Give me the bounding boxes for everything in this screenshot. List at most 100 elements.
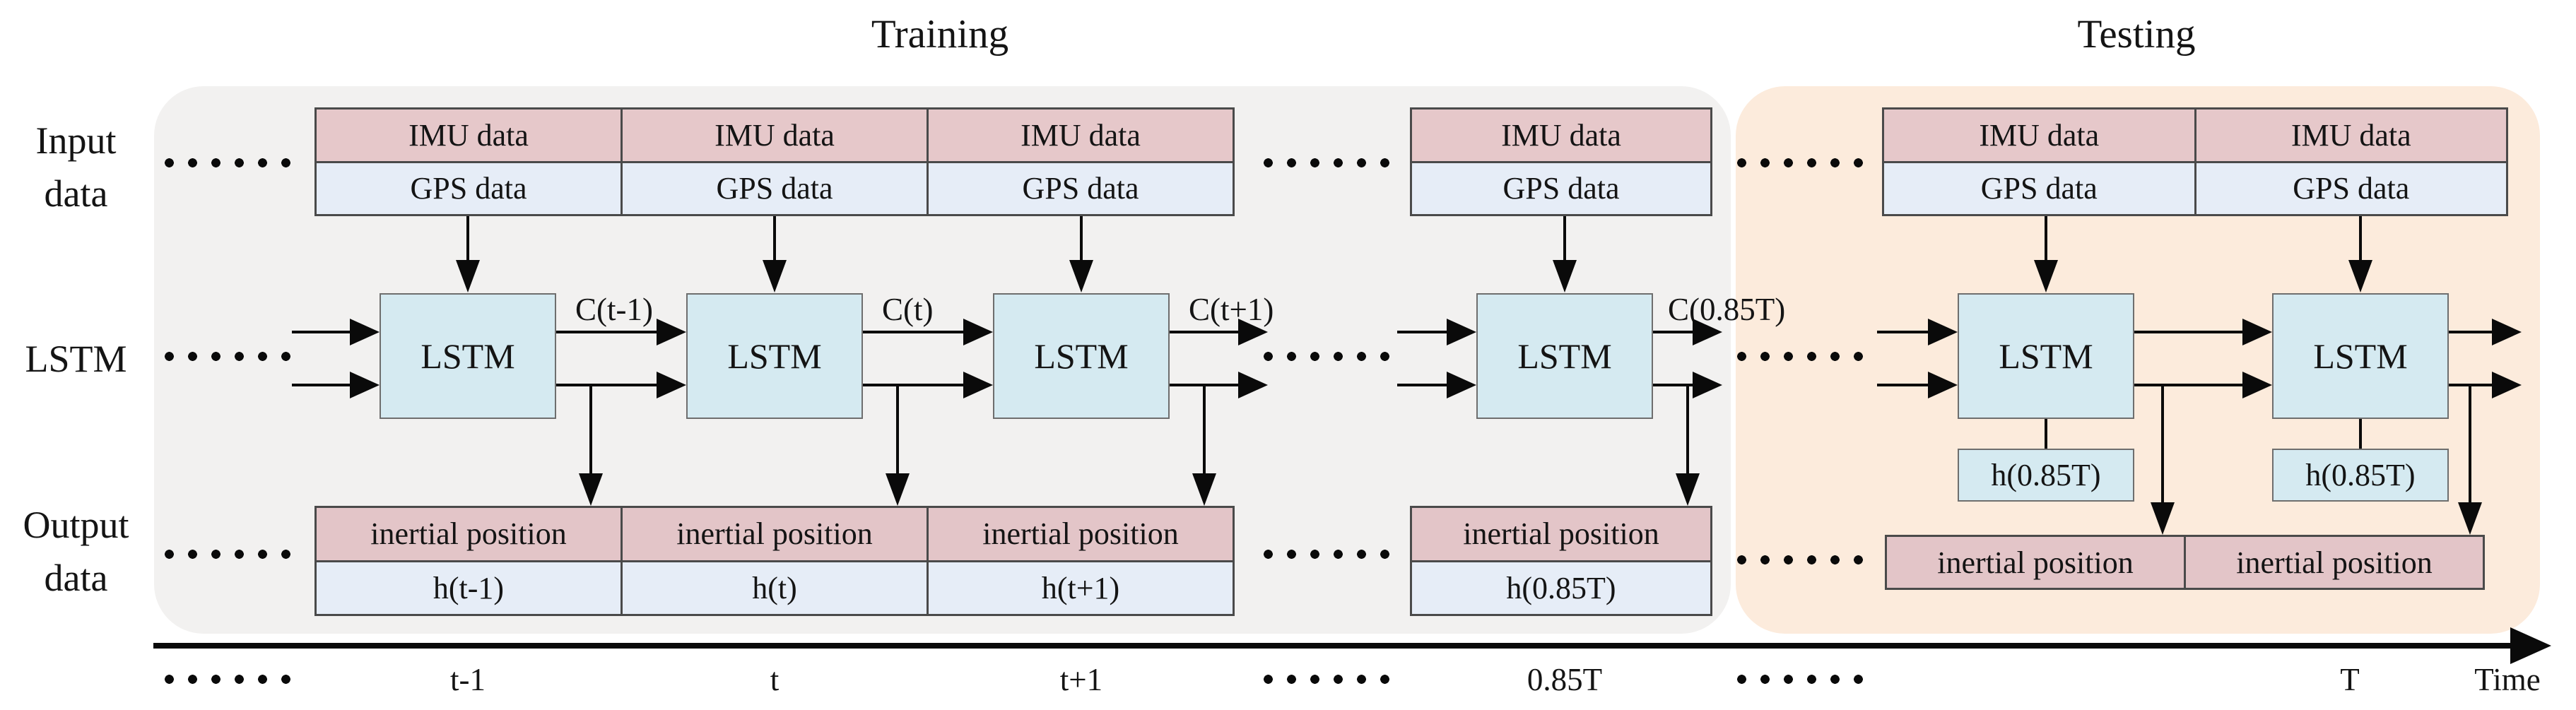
- lstm-connector-arrowhead-icon: [2242, 372, 2272, 398]
- output-data-row-label-line1: Output: [23, 504, 129, 546]
- training-output-strip-085t: inertial position h(0.85T): [1410, 506, 1712, 616]
- imu-data-block: IMU data: [1412, 110, 1710, 161]
- lstm-input-arrow-line: [1877, 331, 1929, 333]
- lstm-connector-arrowhead-icon: [2242, 319, 2272, 345]
- lstm-connector-line: [556, 384, 658, 386]
- lstm-input-arrow-line: [1397, 331, 1448, 333]
- lstm-output-arrowhead-icon: [2492, 319, 2522, 345]
- training-output-strip: inertial position inertial position iner…: [314, 506, 1235, 616]
- lstm-box: LSTM: [1476, 293, 1653, 419]
- lstm-to-output-arrowhead-icon: [1676, 473, 1700, 506]
- lstm-input-arrowhead-icon: [350, 319, 380, 345]
- lstm-to-output-arrow-line: [896, 385, 899, 475]
- lstm-box: LSTM: [1958, 293, 2134, 419]
- testing-input-strip: IMU data IMU data GPS data GPS data: [1882, 107, 2508, 216]
- training-gps-row: GPS data GPS data GPS data: [317, 160, 1233, 214]
- ellipsis-dots-input-left: [165, 158, 290, 167]
- axis-tick-label: T: [2340, 662, 2360, 697]
- testing-gps-row: GPS data GPS data: [1884, 160, 2506, 214]
- hidden-state-block: h(t+1): [927, 562, 1233, 614]
- lstm-output-arrowhead-icon: [2492, 372, 2522, 398]
- lstm-input-arrow-line: [1397, 384, 1448, 386]
- lstm-to-output-arrowhead-icon: [579, 473, 603, 506]
- lstm-to-hbox-line: [2359, 419, 2362, 449]
- ellipsis-dots-input-test: [1737, 158, 1863, 167]
- time-axis-arrowhead-icon: [2510, 627, 2551, 664]
- testing-title: Testing: [2077, 12, 2196, 57]
- lstm-input-arrowhead-icon: [1928, 319, 1958, 345]
- ellipsis-dots-axis-test: [1737, 675, 1863, 684]
- lstm-input-arrowhead-icon: [1447, 319, 1476, 345]
- ellipsis-dots-axis-left: [165, 675, 290, 684]
- inertial-position-block: inertial position: [2184, 537, 2483, 588]
- gps-to-lstm-arrow-line: [466, 216, 469, 261]
- ellipsis-dots-input-mid: [1264, 158, 1389, 167]
- lstm-to-output-arrow-line: [2161, 385, 2164, 504]
- lstm-output-arrowhead-icon: [1238, 372, 1268, 398]
- imu-data-block: IMU data: [927, 110, 1233, 161]
- lstm-box: LSTM: [993, 293, 1170, 419]
- axis-tick-label: t-1: [450, 662, 486, 697]
- lstm-output-arrowhead-icon: [1238, 319, 1268, 345]
- lstm-connector-arrowhead-icon: [963, 319, 993, 345]
- axis-tick-label: 0.85T: [1527, 662, 1603, 697]
- lstm-output-arrow-line: [1653, 384, 1694, 386]
- lstm-output-arrowhead-icon: [1693, 372, 1722, 398]
- lstm-to-output-arrowhead-icon: [2151, 502, 2175, 535]
- inertial-position-block: inertial position: [621, 508, 927, 560]
- lstm-output-arrowhead-icon: [1693, 319, 1722, 345]
- inertial-position-block: inertial position: [1412, 508, 1710, 560]
- ellipsis-dots-lstm-test: [1737, 352, 1863, 361]
- gps-to-lstm-arrowhead-icon: [1553, 260, 1577, 292]
- time-axis-label: Time: [2474, 662, 2541, 697]
- lstm-to-output-arrowhead-icon: [886, 473, 910, 506]
- cell-state-label: C(0.85T): [1668, 292, 1786, 327]
- input-data-row-label-line2: data: [44, 172, 108, 215]
- gps-data-block: GPS data: [2194, 162, 2506, 214]
- lstm-to-output-arrow-line: [589, 385, 592, 475]
- training-inertial-row-085t: inertial position: [1412, 508, 1710, 560]
- testing-imu-row: IMU data IMU data: [1884, 110, 2506, 161]
- cell-state-label: C(t): [882, 292, 934, 327]
- testing-output-strip: inertial position inertial position: [1885, 535, 2485, 590]
- ellipsis-dots-axis-mid: [1264, 675, 1389, 684]
- lstm-connector-line: [556, 331, 658, 333]
- lstm-input-arrow-line: [292, 331, 351, 333]
- ellipsis-dots-output-test: [1737, 555, 1863, 564]
- lstm-input-arrowhead-icon: [350, 372, 380, 398]
- hidden-state-box: h(0.85T): [2272, 449, 2449, 502]
- gps-data-block: GPS data: [621, 162, 927, 214]
- lstm-to-hbox-line: [2045, 419, 2047, 449]
- lstm-to-output-arrow-line: [2469, 385, 2471, 504]
- hidden-state-block: h(t-1): [317, 562, 621, 614]
- output-data-row-label-line2: data: [44, 556, 108, 599]
- gps-to-lstm-arrow-line: [1563, 216, 1566, 261]
- imu-data-block: IMU data: [2194, 110, 2506, 161]
- gps-to-lstm-arrow-line: [1080, 216, 1083, 261]
- lstm-box: LSTM: [2272, 293, 2449, 419]
- lstm-to-output-arrowhead-icon: [2458, 502, 2482, 535]
- hidden-state-box: h(0.85T): [1958, 449, 2134, 502]
- lstm-output-arrow-line: [1170, 331, 1240, 333]
- gps-to-lstm-arrow-line: [2359, 216, 2362, 261]
- lstm-connector-arrowhead-icon: [657, 319, 686, 345]
- time-axis-line: [153, 643, 2512, 649]
- lstm-to-output-arrow-line: [1686, 385, 1689, 475]
- gps-to-lstm-arrowhead-icon: [2034, 260, 2058, 292]
- lstm-output-arrow-line: [2449, 331, 2493, 333]
- inertial-position-block: inertial position: [317, 508, 621, 560]
- inertial-position-block: inertial position: [1887, 537, 2184, 588]
- lstm-box: LSTM: [380, 293, 556, 419]
- inertial-position-block: inertial position: [927, 508, 1233, 560]
- training-imu-row: IMU data IMU data IMU data: [317, 110, 1233, 161]
- lstm-row-label: LSTM: [25, 338, 127, 380]
- lstm-input-arrow-line: [292, 384, 351, 386]
- training-input-strip-085t: IMU data GPS data: [1410, 107, 1712, 216]
- gps-data-block: GPS data: [1412, 162, 1710, 214]
- gps-data-block: GPS data: [927, 162, 1233, 214]
- lstm-connector-line: [863, 384, 965, 386]
- lstm-box: LSTM: [686, 293, 863, 419]
- lstm-input-arrowhead-icon: [1928, 372, 1958, 398]
- lstm-connector-line: [2134, 331, 2244, 333]
